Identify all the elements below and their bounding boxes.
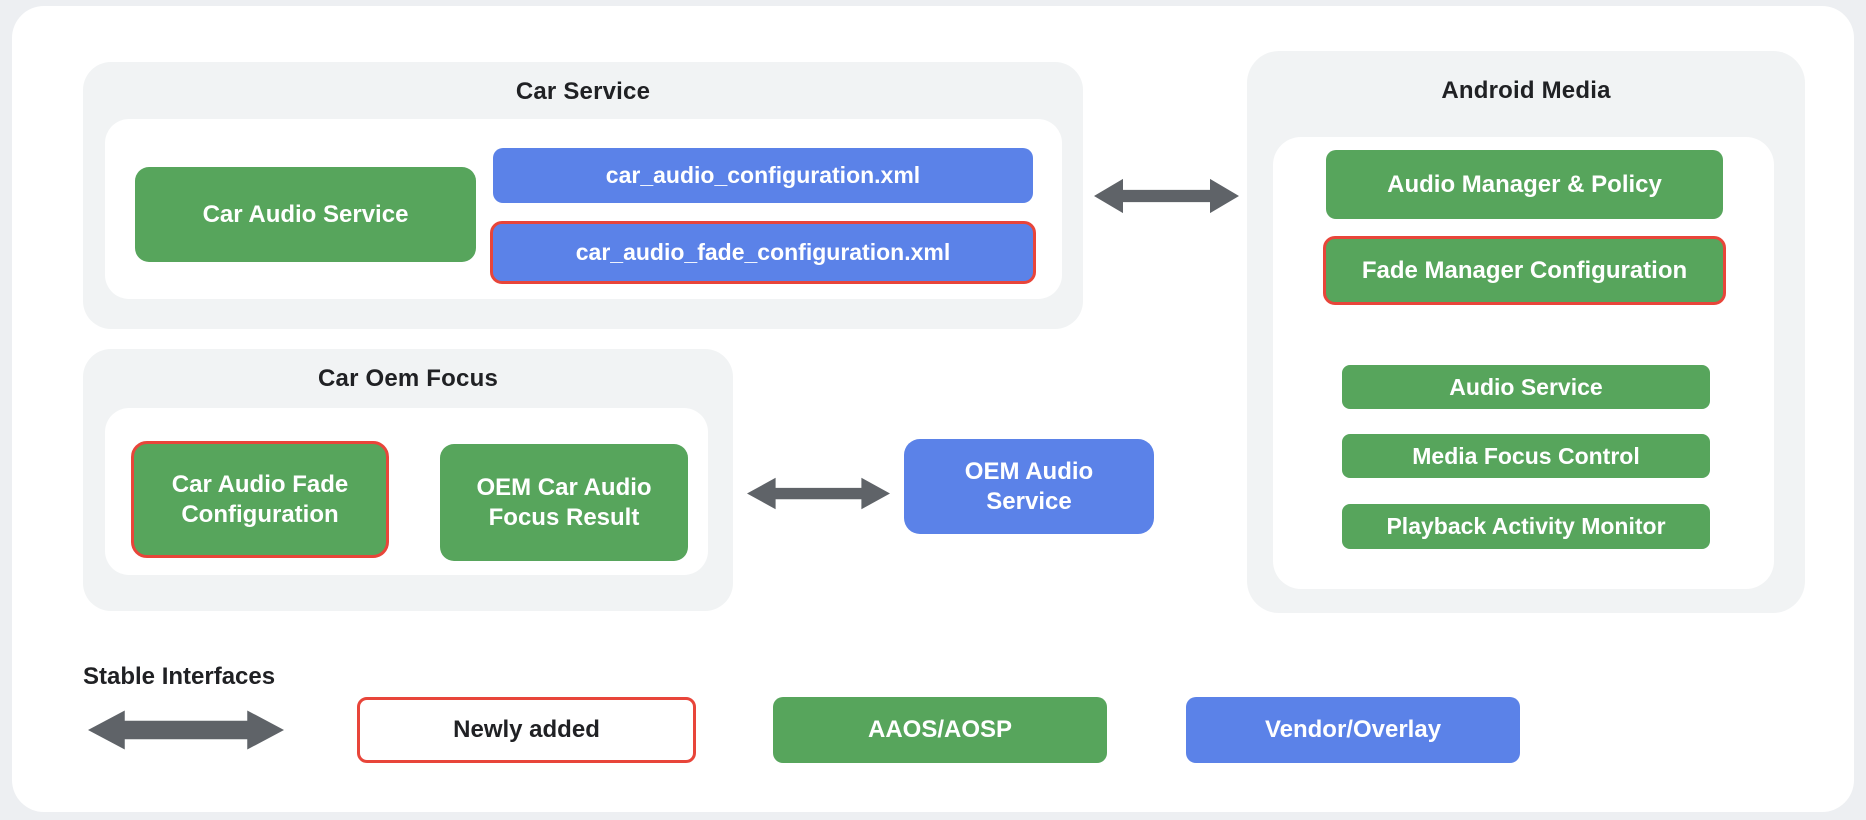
legend-vendor-overlay: Vendor/Overlay	[1186, 697, 1520, 763]
legend-aaos-aosp: AAOS/AOSP	[773, 697, 1107, 763]
car-service-panel: Car Service Car Audio Service car_audio_…	[83, 62, 1083, 329]
car-oem-focus-panel: Car Oem Focus Car Audio Fade Configurati…	[83, 349, 733, 611]
car-oem-focus-title: Car Oem Focus	[318, 365, 498, 392]
car-oem-focus-inner-container: Car Audio Fade Configuration OEM Car Aud…	[105, 408, 708, 575]
android-media-panel: Android Media Audio Manager & Policy Fad…	[1247, 51, 1805, 613]
media-focus-control-box: Media Focus Control	[1342, 434, 1710, 478]
oem-audio-service-box: OEM Audio Service	[904, 439, 1154, 534]
audio-service-box: Audio Service	[1342, 365, 1710, 409]
car-audio-service-box: Car Audio Service	[135, 167, 476, 262]
oem-car-audio-focus-result-box: OEM Car Audio Focus Result	[440, 444, 688, 561]
car-service-title: Car Service	[515, 78, 651, 105]
car-audio-fade-configuration-box: Car Audio Fade Configuration	[131, 441, 389, 558]
playback-activity-monitor-box: Playback Activity Monitor	[1342, 504, 1710, 549]
android-media-inner-container: Audio Manager & Policy Fade Manager Conf…	[1273, 137, 1774, 589]
stable-interfaces-label: Stable Interfaces	[83, 663, 276, 690]
audio-manager-policy-box: Audio Manager & Policy	[1326, 150, 1723, 219]
bidirectional-arrow-icon	[747, 476, 890, 511]
car-audio-fade-configuration-xml-box: car_audio_fade_configuration.xml	[490, 221, 1036, 284]
android-media-title: Android Media	[1441, 77, 1611, 104]
car-audio-configuration-xml-box: car_audio_configuration.xml	[493, 148, 1033, 203]
bidirectional-arrow-icon	[1094, 177, 1239, 215]
stable-interface-arrow-icon	[88, 707, 284, 753]
fade-manager-configuration-box: Fade Manager Configuration	[1323, 236, 1726, 305]
car-service-inner-container: Car Audio Service car_audio_configuratio…	[105, 119, 1062, 299]
legend-newly-added: Newly added	[357, 697, 696, 763]
diagram-card: Car Service Car Audio Service car_audio_…	[12, 6, 1854, 812]
